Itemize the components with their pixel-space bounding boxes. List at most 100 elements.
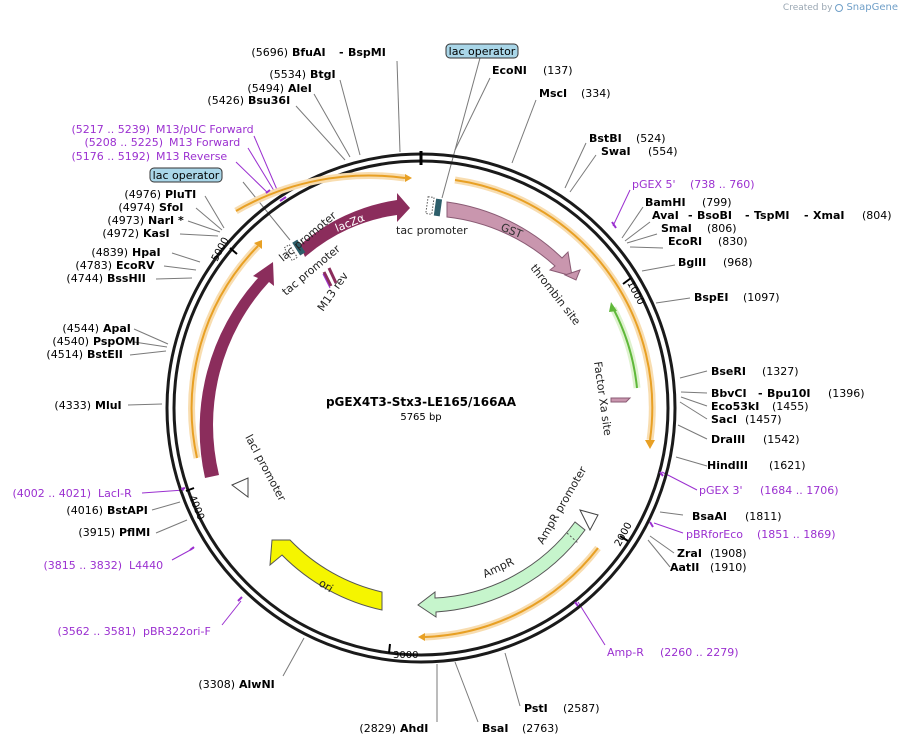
tick-label-5000: 5000 bbox=[210, 236, 232, 264]
primer-pbr322ori-range: (3562 .. 3581) bbox=[57, 625, 136, 638]
site-swai: SwaI bbox=[601, 145, 631, 158]
ampr-join-mark bbox=[566, 532, 579, 544]
site-eco53ki: Eco53kI bbox=[711, 400, 759, 413]
site-ahdi-pos: (2829) bbox=[359, 722, 396, 735]
site-pflmi: PflMI bbox=[119, 526, 150, 539]
site-zrai: ZraI bbox=[677, 547, 702, 560]
site-alwni-pos: (3308) bbox=[198, 678, 235, 691]
feature-gst[interactable] bbox=[446, 201, 573, 277]
site-nari-pos: (4973) bbox=[107, 214, 144, 227]
site-eco53ki-pos: (1455) bbox=[772, 400, 809, 413]
site-apai-pos: (4544) bbox=[62, 322, 99, 335]
laci-promoter-label: lacI promoter bbox=[242, 432, 288, 504]
site-bamhi: BamHI bbox=[645, 196, 686, 209]
site-msci: MscI bbox=[539, 87, 567, 100]
site-bfuai: BfuAI bbox=[292, 46, 326, 59]
primer-leader-lines bbox=[141, 135, 698, 646]
primer-m13rev-range: (5176 .. 5192) bbox=[71, 150, 150, 163]
primer-pgex5-range: (738 .. 760) bbox=[690, 178, 755, 191]
site-bsaai-pos: (1811) bbox=[745, 510, 782, 523]
lac-operator-box-top bbox=[445, 43, 519, 59]
tick-label-3000: 3000 bbox=[393, 650, 418, 661]
site-bstapi: BstAPI bbox=[107, 504, 148, 517]
site-pluti-pos: (4976) bbox=[124, 188, 161, 201]
primer-amp-r: Amp-R bbox=[607, 646, 644, 659]
site-pluti: PluTI bbox=[165, 188, 196, 201]
site-kasi: KasI bbox=[143, 227, 170, 240]
site-bsteii-pos: (4514) bbox=[46, 348, 83, 361]
site-bsobi-dash: - bbox=[688, 209, 693, 222]
site-tspmi-dash: - bbox=[745, 209, 750, 222]
site-aatii-pos: (1910) bbox=[710, 561, 747, 574]
site-bspmi-dash: - bbox=[339, 46, 344, 59]
site-bstbi: BstBI bbox=[589, 132, 622, 145]
primer-pbr322ori: pBR322ori-F bbox=[143, 625, 211, 638]
m13-rev-marks bbox=[322, 267, 338, 289]
site-hpai-pos: (4839) bbox=[91, 246, 128, 259]
site-alwni: AlwNI bbox=[239, 678, 275, 691]
site-bsai: BsaI bbox=[482, 722, 508, 735]
site-hindiii-pos: (1621) bbox=[769, 459, 806, 472]
orf-arcs bbox=[188, 172, 656, 641]
primer-m13fwd: M13 Forward bbox=[169, 136, 240, 149]
site-bsu36i-pos: (5426) bbox=[207, 94, 244, 107]
site-ecorv-pos: (4783) bbox=[75, 259, 112, 272]
site-ecorv: EcoRV bbox=[116, 259, 155, 272]
primer-m13rev: M13 Reverse bbox=[156, 150, 227, 163]
plasmid-length: 5765 bp bbox=[400, 412, 441, 423]
site-alei: AleI bbox=[288, 82, 312, 95]
feature-laci-label: lacI bbox=[222, 359, 238, 380]
site-smai-pos: (806) bbox=[707, 222, 737, 235]
factor-xa-site-mark bbox=[610, 397, 632, 403]
site-btgi-pos: (5534) bbox=[269, 68, 306, 81]
laci-promoter-arrow bbox=[231, 477, 249, 498]
site-apai: ApaI bbox=[103, 322, 131, 335]
site-bpu10i-dash: - bbox=[758, 387, 763, 400]
primer-m13puc-range: (5217 .. 5239) bbox=[71, 123, 150, 136]
credit-brand: SnapGene bbox=[846, 2, 898, 13]
site-swai-pos: (554) bbox=[648, 145, 678, 158]
site-bstbi-pos: (524) bbox=[636, 132, 666, 145]
snapgene-credit: Created by SnapGene bbox=[783, 2, 898, 13]
site-aatii: AatII bbox=[670, 561, 699, 574]
site-bbvci: BbvCI bbox=[711, 387, 747, 400]
primer-l4440-range: (3815 .. 3832) bbox=[43, 559, 122, 572]
site-bamhi-pos: (799) bbox=[702, 196, 732, 209]
site-kasi-pos: (4972) bbox=[102, 227, 139, 240]
primer-pbrforeco-range: (1851 .. 1869) bbox=[757, 528, 836, 541]
primer-pgex3-range: (1684 .. 1706) bbox=[760, 484, 839, 497]
primer-m13fwd-range: (5208 .. 5225) bbox=[84, 136, 163, 149]
feature-lacza[interactable] bbox=[300, 193, 410, 257]
site-mlui-pos: (4333) bbox=[54, 399, 91, 412]
site-alei-pos: (5494) bbox=[247, 82, 284, 95]
site-bsshii: BssHII bbox=[107, 272, 146, 285]
tick-label-4000: 4000 bbox=[186, 494, 206, 522]
site-bstapi-pos: (4016) bbox=[66, 504, 103, 517]
site-tspmi: TspMI bbox=[754, 209, 790, 222]
lac-operator-label-left: lac operator bbox=[153, 169, 220, 182]
feature-laci[interactable] bbox=[199, 262, 274, 478]
lac-promoter-mark bbox=[283, 243, 298, 262]
feature-ori[interactable] bbox=[269, 539, 383, 611]
site-psti: PstI bbox=[524, 702, 548, 715]
site-bspmi: BspMI bbox=[348, 46, 386, 59]
site-saci: SacI bbox=[711, 413, 737, 426]
site-pflmi-pos: (3915) bbox=[78, 526, 115, 539]
primer-pgex5: pGEX 5' bbox=[632, 178, 676, 191]
site-sfoi: SfoI bbox=[159, 201, 183, 214]
site-pspomi-pos: (4540) bbox=[52, 335, 89, 348]
primer-laci-r: LacI-R bbox=[98, 487, 132, 500]
site-bbvci-pos: (1396) bbox=[828, 387, 865, 400]
site-avai-pos: (804) bbox=[862, 209, 892, 222]
feature-ampr[interactable] bbox=[417, 521, 586, 618]
operator-leader-lines bbox=[242, 57, 481, 241]
site-bseri-pos: (1327) bbox=[762, 365, 799, 378]
site-bsteii: BstEII bbox=[87, 348, 123, 361]
site-avai: AvaI bbox=[652, 209, 679, 222]
site-xmai: XmaI bbox=[813, 209, 844, 222]
site-bsu36i: Bsu36I bbox=[248, 94, 290, 107]
primer-m13puc: M13/pUC Forward bbox=[156, 123, 254, 136]
site-hpai: HpaI bbox=[132, 246, 161, 259]
site-msci-pos: (334) bbox=[581, 87, 611, 100]
